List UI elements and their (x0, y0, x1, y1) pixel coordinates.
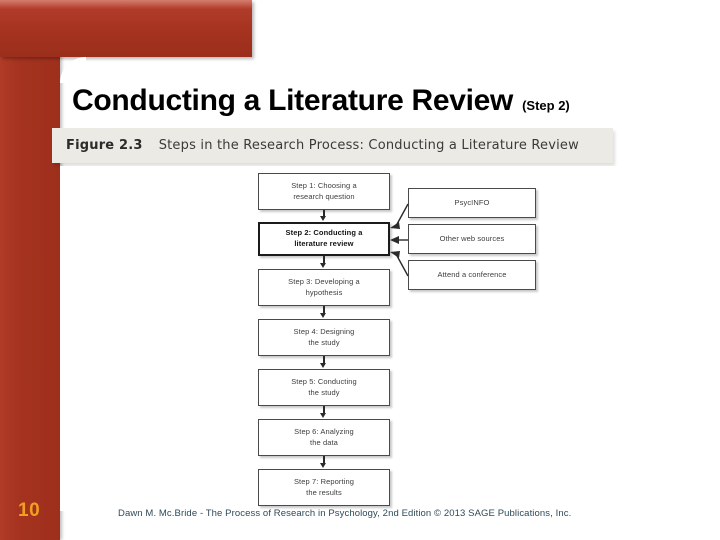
frame-top-bar (0, 0, 252, 57)
figure-image: Step 1: Choosing a research question Ste… (60, 166, 660, 511)
flow-source-connectors (390, 203, 409, 277)
flow-node-text: Step 3: Developing a hypothesis (288, 277, 360, 299)
flow-node-line2: hypothesis (305, 287, 343, 297)
flow-node-text: Step 7: Reporting the results (294, 477, 354, 499)
flow-node-text: Step 4: Designing the study (294, 327, 355, 349)
flow-node-line2: literature review (294, 239, 354, 248)
flow-arrowhead-2-3 (320, 263, 326, 268)
flow-node-source-psycinfo: PsycINFO (408, 188, 536, 218)
flow-arrowhead-3-4 (320, 313, 326, 318)
flow-node-line2: the results (306, 487, 342, 497)
slide-number: 10 (18, 500, 41, 521)
flow-node-line2: the study (308, 337, 340, 347)
flow-node-source-web: Other web sources (408, 224, 536, 254)
frame-gloss (0, 0, 252, 9)
page-title: Conducting a Literature Review (Step 2) (72, 84, 712, 126)
flow-node-line1: Attend a conference (437, 269, 507, 279)
flow-node-line2: research question (293, 191, 355, 201)
flow-node-text: Step 1: Choosing a research question (291, 181, 357, 203)
frame-inner-corner (60, 57, 86, 83)
flow-node-line1: Step 3: Developing a (288, 276, 360, 286)
flow-node-step-2: Step 2: Conducting a literature review (258, 222, 390, 256)
page-title-step: (Step 2) (522, 98, 570, 113)
flow-node-line1: Step 1: Choosing a (291, 180, 357, 190)
figure-caption-text: Steps in the Research Process: Conductin… (158, 138, 579, 153)
flow-node-line1: Step 2: Conducting a (285, 228, 363, 238)
flow-node-line1: Step 4: Designing (293, 326, 355, 336)
page-title-main: Conducting a Literature Review (72, 84, 514, 117)
frame-left-bar (0, 0, 60, 540)
flow-node-step-7: Step 7: Reporting the results (258, 469, 390, 506)
flow-node-text: Step 2: Conducting a literature review (286, 228, 363, 250)
flow-arrowhead-6-7 (320, 463, 326, 468)
flow-arrow-4-5 (323, 356, 325, 364)
flow-node-step-6: Step 6: Analyzing the data (258, 419, 390, 456)
figure-caption-band: Figure 2.3 Steps in the Research Process… (52, 128, 613, 163)
flow-node-step-4: Step 4: Designing the study (258, 319, 390, 356)
flow-node-step-3: Step 3: Developing a hypothesis (258, 269, 390, 306)
flow-arrow-6-7 (323, 456, 325, 464)
flow-arrow-5-6 (323, 406, 325, 414)
flow-node-text: Step 6: Analyzing the data (294, 427, 354, 449)
flow-arrowhead-4-5 (320, 363, 326, 368)
flow-node-line2: the study (308, 387, 340, 397)
flow-node-source-conference: Attend a conference (408, 260, 536, 290)
flow-arrowhead-5-6 (320, 413, 326, 418)
footer-citation: Dawn M. Mc.Bride - The Process of Resear… (118, 508, 572, 519)
flow-node-line2: the data (310, 437, 338, 447)
figure-label: Figure 2.3 (66, 138, 143, 153)
flow-arrowhead-1-2 (320, 216, 326, 221)
flow-arrow-1-2 (323, 210, 325, 217)
flow-node-line1: Other web sources (439, 233, 505, 243)
flow-node-line1: PsycINFO (454, 197, 490, 207)
flow-node-line1: Step 7: Reporting (293, 476, 355, 486)
flow-arrow-3-4 (323, 306, 325, 314)
flow-node-text: Step 5: Conducting the study (291, 377, 357, 399)
flow-node-line1: Step 6: Analyzing (294, 426, 354, 436)
flow-arrow-2-3 (323, 256, 325, 264)
flow-node-step-5: Step 5: Conducting the study (258, 369, 390, 406)
flow-node-step-1: Step 1: Choosing a research question (258, 173, 390, 210)
flowchart: Step 1: Choosing a research question Ste… (60, 166, 660, 511)
flow-node-line1: Step 5: Conducting (291, 376, 357, 386)
